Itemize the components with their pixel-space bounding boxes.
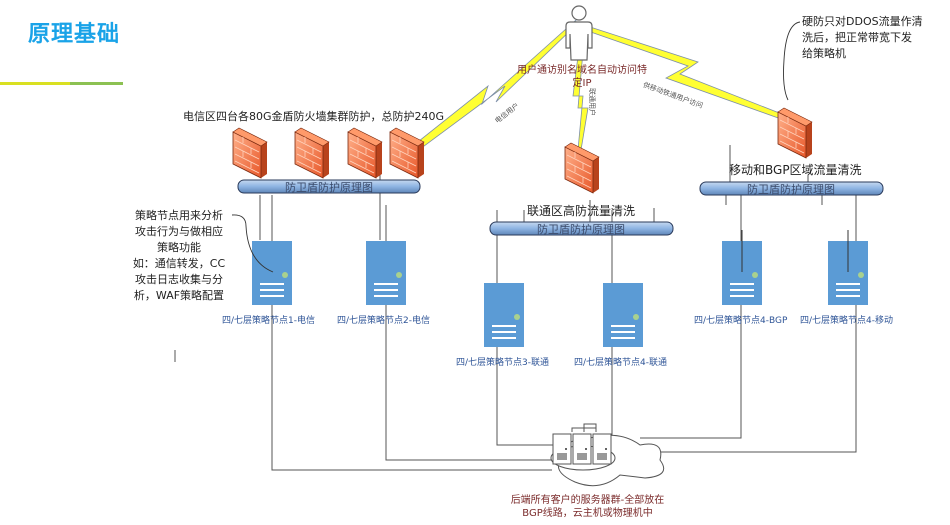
bus-mobile-bgp: 防卫盾防护原理图 [699, 181, 884, 196]
zone-title-telecom: 电信区四台各80G金盾防火墙集群防护，总防护240G [183, 110, 445, 123]
user-caption-line: 定IP [572, 78, 592, 89]
firewall-icon [232, 127, 268, 179]
zone-title-unicom: 联通区高防流量清洗 [527, 204, 636, 218]
connection-label-unicom: 联通用户 [588, 88, 596, 116]
node-label: 四/七层策略节点2-电信 [337, 316, 431, 326]
page-title: 原理基础 [28, 22, 121, 47]
note-line: 如：通信转发，CC [132, 257, 226, 270]
user-caption: 用户通访别名域名自动访问特 定IP [512, 64, 652, 90]
node-label: 四/七层策略节点4-BGP [694, 316, 788, 326]
backend-caption-line: 后端所有客户的服务器群-全部放在 [510, 495, 665, 506]
note-line: 给策略机 [802, 47, 846, 60]
strategy-node-note: 策略节点用来分析 攻击行为与做相应 策略功能 如：通信转发，CC 攻击日志收集与… [126, 208, 232, 304]
node-label: 四/七层策略节点4-联通 [574, 358, 668, 368]
note-line: 策略节点用来分析 [135, 209, 223, 222]
server-tower-icon [592, 433, 612, 465]
firewall-icon [777, 107, 813, 159]
title-underline-left [0, 82, 70, 85]
server-icon [366, 241, 406, 305]
note-line: 攻击行为与做相应 [135, 225, 223, 238]
note-line: 攻击日志收集与分 [135, 273, 223, 286]
server-icon [484, 283, 524, 347]
annotation-leader [783, 21, 801, 101]
bus-label: 防卫盾防护原理图 [285, 180, 373, 194]
node-label: 四/七层策略节点3-联通 [456, 358, 550, 368]
user-icon [565, 5, 593, 61]
zone-title-mobile-bgp: 移动和BGP区域流量清洗 [729, 163, 862, 177]
backend-wires [174, 145, 857, 471]
firewall-icon [564, 142, 600, 194]
backend-cluster [550, 423, 665, 487]
note-line: 析，WAF策略配置 [133, 289, 225, 302]
node-label: 四/七层策略节点1-电信 [222, 316, 316, 326]
note-line: 策略功能 [157, 241, 201, 254]
user-caption-line: 用户通访别名域名自动访问特 [517, 65, 647, 76]
note-line: 硬防只对DDOS流量作清 [802, 15, 923, 28]
hard-defense-note: 硬防只对DDOS流量作清 洗后，把正常带宽下发 给策略机 [802, 14, 923, 62]
title-underline-right [70, 82, 123, 85]
firewall-icon [389, 127, 425, 179]
bus-label: 防卫盾防护原理图 [537, 222, 625, 236]
node-label: 四/七层策略节点4-移动 [800, 316, 894, 326]
server-tower-icon [572, 433, 592, 465]
firewall-icon [347, 127, 383, 179]
backend-caption: 后端所有客户的服务器群-全部放在 BGP线路，云主机或物理机中 [500, 494, 675, 520]
bus-unicom: 防卫盾防护原理图 [489, 221, 674, 236]
server-tower-icon [552, 433, 572, 465]
backend-caption-line: BGP线路，云主机或物理机中 [522, 508, 653, 519]
firewall-icon [294, 127, 330, 179]
annotation-leader [231, 214, 274, 273]
server-icon [603, 283, 643, 347]
server-icon [252, 241, 292, 305]
bus-label: 防卫盾防护原理图 [747, 182, 835, 196]
note-line: 洗后，把正常带宽下发 [802, 31, 912, 44]
bus-telecom: 防卫盾防护原理图 [237, 179, 421, 194]
